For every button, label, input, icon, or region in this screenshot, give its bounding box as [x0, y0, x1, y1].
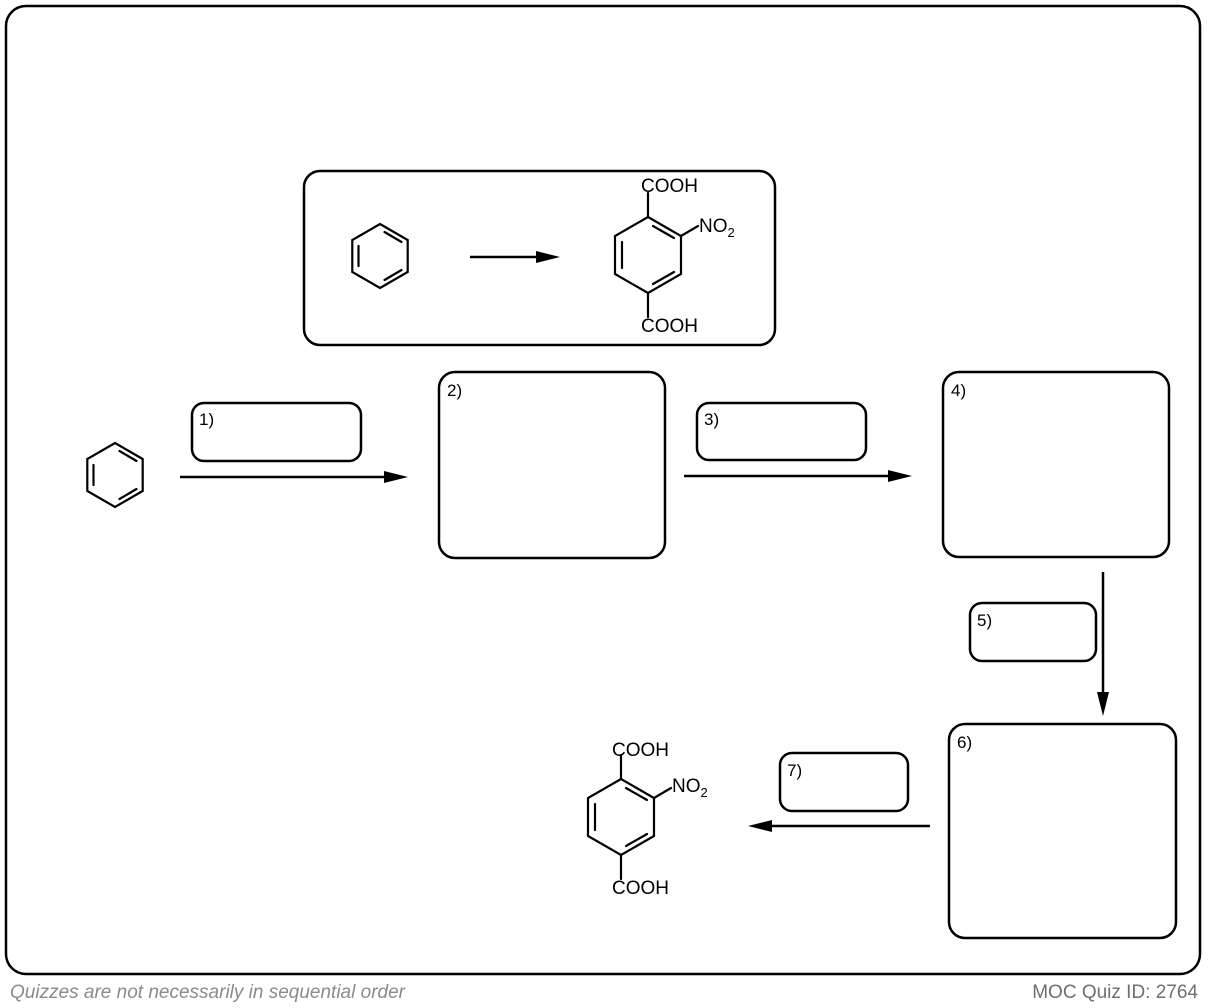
- step-6-label: 6): [957, 733, 972, 752]
- step-6-product-box[interactable]: [947, 722, 1178, 940]
- step-5-reagent-box[interactable]: [968, 601, 1098, 663]
- footer-note: Quizzes are not necessarily in sequentia…: [10, 982, 405, 1003]
- arrow-3: [684, 470, 912, 482]
- step-4-product-box[interactable]: [941, 370, 1171, 559]
- arrow-5: [1097, 572, 1109, 716]
- overview-bottom-cooh-label: COOH: [641, 316, 698, 337]
- final-nitro-label: NO2: [672, 776, 708, 800]
- step-5-label: 5): [977, 611, 992, 630]
- quiz-id: MOC Quiz ID: 2764: [1032, 982, 1198, 1003]
- step-2-label: 2): [447, 381, 462, 400]
- step-2-product-box[interactable]: [437, 370, 667, 560]
- outer-frame: [4, 4, 1202, 976]
- arrow-1: [180, 471, 408, 483]
- step-4-label: 4): [951, 381, 966, 400]
- overview-arrow: [470, 251, 560, 263]
- starting-benzene: [86, 441, 144, 509]
- step-3-label: 3): [704, 410, 719, 429]
- step-7-label: 7): [787, 761, 802, 780]
- final-target-molecule: COOH NO2 COOH: [586, 740, 708, 899]
- step-1-reagent-box[interactable]: [190, 401, 363, 463]
- overview-top-cooh-label: COOH: [641, 176, 698, 197]
- final-bottom-cooh-label: COOH: [612, 878, 669, 899]
- arrow-7: [748, 820, 930, 832]
- step-7-reagent-box[interactable]: [778, 751, 910, 813]
- step-1-label: 1): [199, 410, 214, 429]
- final-top-cooh-label: COOH: [612, 740, 669, 761]
- overview-nitro-label: NO2: [699, 216, 735, 240]
- step-3-reagent-box[interactable]: [695, 401, 868, 462]
- overview-target-molecule: COOH NO2 COOH: [613, 176, 735, 337]
